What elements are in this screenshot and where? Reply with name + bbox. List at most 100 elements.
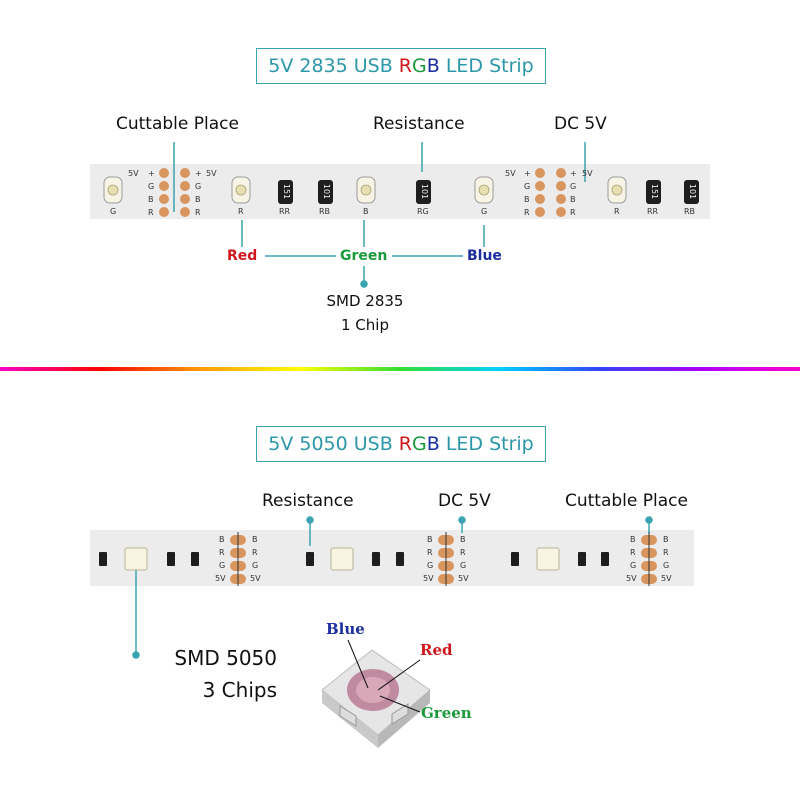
pad-label-b-left2: B bbox=[195, 195, 201, 204]
strip-2835-graphics bbox=[103, 142, 699, 288]
pad5050-a-5v-l: 5V bbox=[215, 574, 226, 583]
pad-label-plus-right2: + bbox=[570, 169, 577, 178]
pad-label-b-right: B bbox=[524, 195, 530, 204]
pad5050-a-b-l: B bbox=[219, 535, 225, 544]
led-strip-2835 bbox=[90, 164, 710, 219]
res-label-2835-2: RB bbox=[319, 207, 331, 216]
pad5050-c-r-r: R bbox=[663, 548, 669, 557]
title-5050-g: G bbox=[412, 433, 427, 455]
pad5050-a-b-r: B bbox=[252, 535, 258, 544]
res-label-2835-1: RR bbox=[279, 207, 291, 216]
led-chip-centers-2835 bbox=[107, 184, 623, 196]
cut-pads-left-2835 bbox=[159, 168, 190, 217]
color-label-red: Red bbox=[227, 248, 258, 264]
color-label-blue: Blue bbox=[467, 248, 502, 264]
led-strip-5050 bbox=[90, 530, 694, 586]
chip-note-5050: SMD 5050 3 Chips bbox=[150, 642, 277, 706]
pad5050-b-5v-r: 5V bbox=[458, 574, 469, 583]
title-2835: 5V 2835 USB RGB LED Strip bbox=[256, 48, 546, 84]
title-2835-g: G bbox=[412, 55, 427, 77]
pad5050-b-g-r: G bbox=[460, 561, 467, 570]
res-code-2835-4: 151 bbox=[650, 183, 660, 200]
led-chips-5050 bbox=[124, 547, 560, 571]
rainbow-divider bbox=[0, 367, 800, 371]
pad5050-c-g-l: G bbox=[630, 561, 637, 570]
title-5050-suffix: LED Strip bbox=[439, 433, 534, 455]
chip-note-5050-line2: 3 Chips bbox=[202, 678, 277, 702]
pad5050-b-b-r: B bbox=[460, 535, 466, 544]
pad-label-g-right2: G bbox=[570, 182, 577, 191]
pad-label-r-left: R bbox=[148, 208, 154, 217]
pad5050-c-b-l: B bbox=[630, 535, 636, 544]
pad5050-b-r-l: R bbox=[427, 548, 433, 557]
title-2835-b: B bbox=[426, 55, 440, 77]
pad5050-a-r-r: R bbox=[252, 548, 258, 557]
led-label-2835-5: R bbox=[614, 207, 620, 216]
title-5050: 5V 5050 USB RGB LED Strip bbox=[256, 426, 546, 462]
res-code-2835-2: 101 bbox=[322, 183, 332, 200]
chip-note-5050-line1: SMD 5050 bbox=[174, 646, 277, 670]
pad-label-g-right: G bbox=[524, 182, 531, 191]
resistors-2835 bbox=[278, 180, 699, 204]
cut-pads-right-2835 bbox=[535, 168, 566, 217]
callout-cuttable-place-5050: Cuttable Place bbox=[565, 491, 688, 511]
pad-label-r-left2: R bbox=[195, 208, 201, 217]
color-label-green: Green bbox=[340, 248, 388, 264]
led-label-2835-2: R bbox=[238, 207, 244, 216]
pad5050-c-5v-r: 5V bbox=[661, 574, 672, 583]
res-code-2835-3: 101 bbox=[420, 183, 430, 200]
callout-lines-2835 bbox=[173, 142, 586, 212]
title-2835-r: R bbox=[398, 55, 412, 77]
led-label-2835-1: G bbox=[110, 207, 117, 216]
pad-label-g-left: G bbox=[148, 182, 155, 191]
callout-dc-5v-2835: DC 5V bbox=[554, 114, 607, 134]
callout-dc-5v-5050: DC 5V bbox=[438, 491, 491, 511]
pad-label-5v-left: 5V bbox=[128, 169, 139, 178]
callout-resistance-5050: Resistance bbox=[262, 491, 354, 511]
resistors-5050 bbox=[99, 552, 609, 566]
led-label-2835-4: G bbox=[481, 207, 488, 216]
led-label-blue: Blue bbox=[326, 620, 365, 638]
res-code-2835-5: 101 bbox=[688, 183, 698, 200]
smd-5050-chip-illustration bbox=[321, 639, 431, 748]
callout-resistance-2835: Resistance bbox=[373, 114, 465, 134]
pad-label-b-left: B bbox=[148, 195, 154, 204]
pad-label-b-right2: B bbox=[570, 195, 576, 204]
pad-label-g-left2: G bbox=[195, 182, 202, 191]
pad5050-a-g-l: G bbox=[219, 561, 226, 570]
res-code-2835-1: 151 bbox=[282, 183, 292, 200]
led-label-green: Green bbox=[421, 704, 472, 722]
pad-label-r-right2: R bbox=[570, 208, 576, 217]
callout-lines-5050 bbox=[132, 516, 653, 659]
pad-label-5v-right: 5V bbox=[505, 169, 516, 178]
led-label-red: Red bbox=[420, 641, 453, 659]
color-lines-2835 bbox=[241, 220, 485, 288]
pad5050-c-b-r: B bbox=[663, 535, 669, 544]
pad5050-b-5v-l: 5V bbox=[423, 574, 434, 583]
pad5050-c-g-r: G bbox=[663, 561, 670, 570]
title-5050-r: R bbox=[398, 433, 412, 455]
pad-label-5v-right2: 5V bbox=[582, 169, 593, 178]
res-label-2835-5: RB bbox=[684, 207, 696, 216]
title-2835-prefix: 5V 2835 USB bbox=[268, 55, 399, 77]
pad-label-r-right: R bbox=[524, 208, 530, 217]
cut-lines-5050 bbox=[237, 532, 650, 586]
pad5050-a-5v-r: 5V bbox=[250, 574, 261, 583]
pad-label-5v-left2: 5V bbox=[206, 169, 217, 178]
title-2835-suffix: LED Strip bbox=[439, 55, 534, 77]
chip-note-2835-line1: SMD 2835 bbox=[326, 292, 404, 310]
pad-label-plus-right: + bbox=[524, 169, 531, 178]
res-label-2835-4: RR bbox=[647, 207, 659, 216]
pad5050-b-g-l: G bbox=[427, 561, 434, 570]
pad5050-b-b-l: B bbox=[427, 535, 433, 544]
title-5050-prefix: 5V 5050 USB bbox=[268, 433, 399, 455]
strip-5050-graphics bbox=[99, 516, 657, 748]
led-label-2835-3: B bbox=[363, 207, 369, 216]
pad-label-plus-left: + bbox=[148, 169, 155, 178]
pad-label-plus-left2: + bbox=[195, 169, 202, 178]
callout-cuttable-place-2835: Cuttable Place bbox=[116, 114, 239, 134]
pad5050-a-g-r: G bbox=[252, 561, 259, 570]
res-label-2835-3: RG bbox=[417, 207, 429, 216]
pad5050-b-r-r: R bbox=[460, 548, 466, 557]
pad5050-a-r-l: R bbox=[219, 548, 225, 557]
